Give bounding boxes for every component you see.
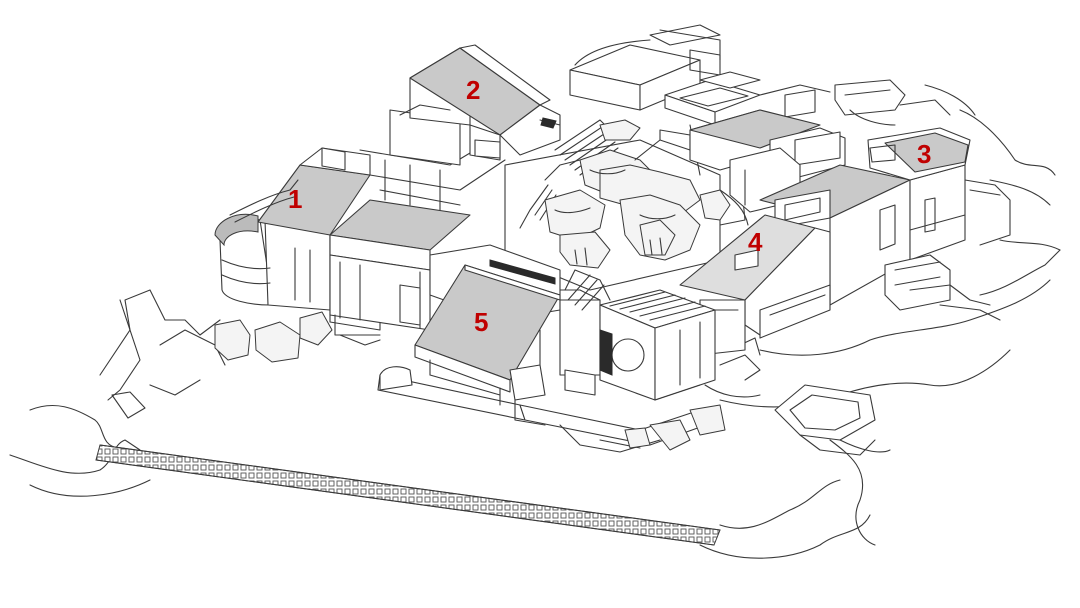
pond [774, 384, 891, 456]
rock-garden [504, 119, 749, 291]
left-rocks [214, 311, 333, 363]
number-labels: 1 2 3 4 5 [288, 75, 931, 337]
label-5: 5 [474, 307, 488, 337]
front-details [334, 314, 761, 451]
label-4: 4 [748, 227, 763, 257]
pergola [599, 289, 716, 401]
label-1: 1 [288, 184, 302, 214]
upper-central-block [569, 24, 831, 126]
building-5 [379, 244, 611, 406]
building-2 [389, 44, 561, 166]
label-2: 2 [466, 75, 480, 105]
right-wing [689, 79, 1011, 321]
label-3: 3 [917, 139, 931, 169]
terrain-outline [9, 39, 1061, 559]
building-1 [214, 147, 381, 331]
footbridge [95, 444, 721, 546]
left-terrace [329, 134, 506, 331]
